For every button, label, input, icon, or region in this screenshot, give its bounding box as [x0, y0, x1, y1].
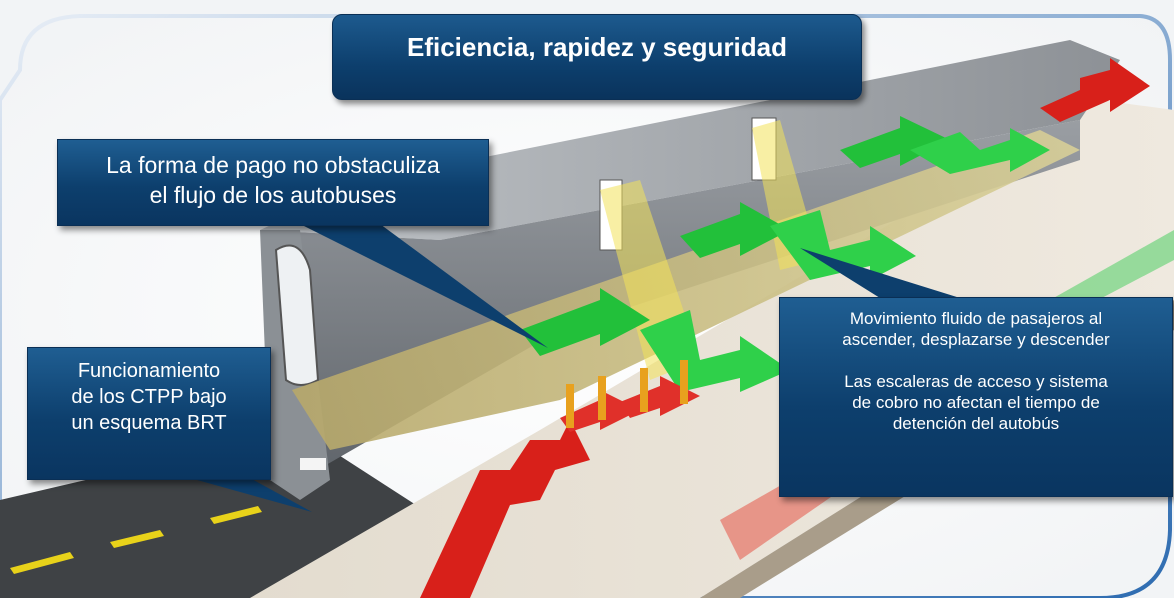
bus-windshield	[274, 244, 320, 386]
callout-ctpp-line: de los CTPP bajo	[71, 386, 227, 408]
turnstile-post-2	[598, 376, 606, 420]
yellow-line-3	[210, 506, 262, 524]
paragraph-gap	[780, 350, 1172, 371]
callout-ctpp-line: un esquema BRT	[71, 412, 227, 434]
callout-payment: La forma de pago no obstaculiza el flujo…	[57, 139, 489, 226]
alighting-arrow-1	[420, 420, 590, 598]
turnstile-post-1	[566, 384, 574, 428]
yellow-line-2	[110, 530, 164, 548]
callout-movement-line: ascender, desplazarse y descender	[842, 330, 1110, 349]
page-title: Eficiencia, rapidez y seguridad	[406, 32, 788, 62]
callout-payment-line: La forma de pago no obstaculiza	[106, 152, 440, 178]
boarding-arrow-3	[680, 202, 790, 258]
callout-pago-pointer	[300, 224, 548, 348]
callout-movement: Movimiento fluido de pasajeros al ascend…	[779, 297, 1173, 497]
callout-movement-line: Las escaleras de acceso y sistema	[844, 372, 1108, 391]
bus-headlight	[300, 458, 326, 470]
boarding-arrow-1	[520, 288, 650, 356]
title-box: Eficiencia, rapidez y seguridad	[332, 14, 862, 100]
callout-movement-line: detención del autobús	[892, 414, 1060, 433]
boarding-arrow-5	[840, 116, 950, 168]
callout-movement-line: de cobro no afectan el tiempo de	[852, 393, 1100, 412]
callout-mov-pointer	[800, 248, 960, 298]
bus-floor	[292, 130, 1080, 450]
callout-ctpp: Funcionamiento de los CTPP bajo un esque…	[27, 347, 271, 480]
callout-payment-line: el flujo de los autobuses	[149, 182, 397, 208]
boarding-arrow-4	[770, 210, 916, 280]
boarding-arrow-6	[910, 128, 1050, 174]
turnstile-post-4	[680, 360, 688, 404]
turnstile-post-3	[640, 368, 648, 412]
callout-movement-line: Movimiento fluido de pasajeros al	[849, 309, 1103, 328]
callout-ctpp-pointer	[190, 478, 312, 512]
alighting-arrow-4	[1040, 58, 1150, 122]
yellow-line-1	[10, 552, 74, 574]
boarding-arrow-2	[640, 310, 790, 392]
callout-ctpp-line: Funcionamiento	[77, 360, 221, 382]
